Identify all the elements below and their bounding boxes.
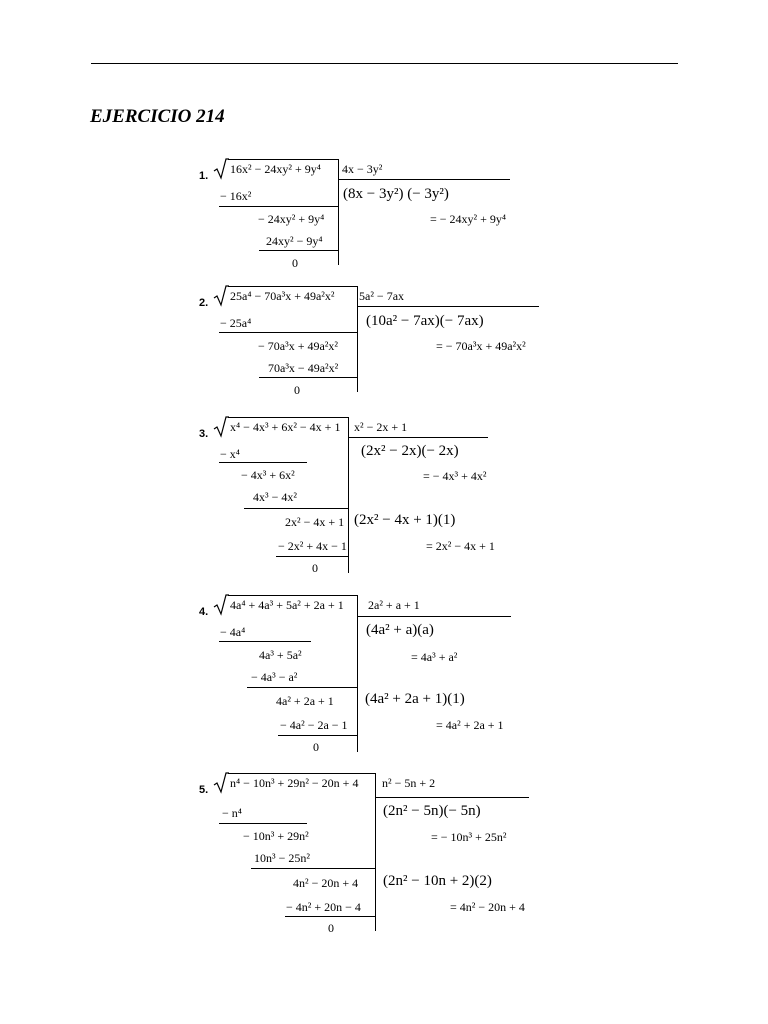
step-line: 4a³ + 5a² [259,648,302,662]
remainder: 0 [292,256,298,270]
root-underline [348,437,488,438]
step-underline [259,250,338,251]
radicand: 25a⁴ − 70a³x + 49a²x² [230,289,335,303]
step-underline [244,508,348,509]
remainder: 0 [328,921,334,935]
step-line: − n⁴ [222,806,242,820]
side-product: (2x² − 4x + 1)(1) [354,512,456,528]
step-line: − 4n² + 20n − 4 [286,900,361,914]
step-line: 4a² + 2a + 1 [276,694,334,708]
step-line: 70a³x − 49a²x² [268,361,339,375]
page-title: EJERCICIO 214 [90,106,225,127]
problem-number: 2. [199,297,209,309]
step-line: − 24xy² + 9y⁴ [258,212,325,226]
side-result: = − 10n³ + 25n² [431,830,507,844]
division-bar [338,159,339,265]
side-result: = 2x² − 4x + 1 [426,539,495,553]
remainder: 0 [294,383,300,397]
side-result: = − 24xy² + 9y⁴ [430,212,507,226]
side-result: = − 4x³ + 4x² [423,469,487,483]
top-rule [91,63,678,64]
step-line: 10n³ − 25n² [254,851,310,865]
radical-bar [228,286,357,287]
remainder: 0 [313,740,319,754]
side-product: (2x² − 2x)(− 2x) [361,443,459,459]
radical-sign-icon [213,158,229,180]
radical-bar [228,159,338,160]
division-bar [357,595,358,752]
radical-sign-icon [213,772,229,794]
side-result: = 4a² + 2a + 1 [436,718,504,732]
step-underline [276,556,348,557]
root-underline [375,797,529,798]
problem-number: 1. [199,170,209,182]
step-underline [247,687,357,688]
step-underline [219,206,338,207]
side-product: (2n² − 5n)(− 5n) [383,803,481,819]
step-underline [251,868,375,869]
step-underline [219,462,307,463]
radical-sign-icon [213,416,229,438]
problem-number: 4. [199,606,209,618]
step-line: − 4a² − 2a − 1 [280,718,348,732]
step-line: 4n² − 20n + 4 [293,876,359,890]
division-bar [375,773,376,931]
root-result: 2a² + a + 1 [368,598,420,612]
side-product: (10a² − 7ax)(− 7ax) [366,313,484,329]
step-line: − 10n³ + 29n² [243,829,309,843]
step-underline [278,735,357,736]
radicand: x⁴ − 4x³ + 6x² − 4x + 1 [230,420,341,434]
side-product: (2n² − 10n + 2)(2) [383,873,492,889]
side-product: (4a² + 2a + 1)(1) [365,691,465,707]
remainder: 0 [312,561,318,575]
division-bar [357,286,358,392]
step-line: − 70a³x + 49a²x² [258,339,338,353]
step-underline [219,332,357,333]
side-result: = 4a³ + a² [411,650,458,664]
step-line: − x⁴ [220,447,240,461]
radicand: 4a⁴ + 4a³ + 5a² + 2a + 1 [230,598,344,612]
problem-number: 5. [199,784,209,796]
step-line: − 25a⁴ [220,316,252,330]
radical-bar [228,773,375,774]
root-result: 4x − 3y² [342,162,383,176]
problem-number: 3. [199,428,209,440]
side-product: (8x − 3y²) (− 3y²) [343,186,449,202]
root-result: n² − 5n + 2 [382,776,436,790]
step-line: 4x³ − 4x² [253,490,297,504]
root-underline [338,179,510,180]
division-bar [348,417,349,573]
root-result: x² − 2x + 1 [354,420,408,434]
radical-sign-icon [213,594,229,616]
step-line: − 2x² + 4x − 1 [278,539,347,553]
step-underline [285,916,375,917]
root-underline [357,306,539,307]
radical-bar [228,417,348,418]
step-underline [219,823,307,824]
root-result: 5a² − 7ax [359,289,405,303]
side-product: (4a² + a)(a) [366,622,434,638]
step-line: − 4a⁴ [220,625,246,639]
step-line: − 4a³ − a² [251,670,298,684]
radical-bar [228,595,357,596]
radicand: 16x² − 24xy² + 9y⁴ [230,162,321,176]
step-line: − 4x³ + 6x² [241,468,295,482]
side-result: = 4n² − 20n + 4 [450,900,525,914]
step-underline [219,641,311,642]
side-result: = − 70a³x + 49a²x² [436,339,526,353]
step-line: 2x² − 4x + 1 [285,515,345,529]
radicand: n⁴ − 10n³ + 29n² − 20n + 4 [230,776,359,790]
step-underline [259,377,357,378]
step-line: 24xy² − 9y⁴ [266,234,323,248]
radical-sign-icon [213,285,229,307]
step-line: − 16x² [220,189,252,203]
root-underline [357,616,511,617]
